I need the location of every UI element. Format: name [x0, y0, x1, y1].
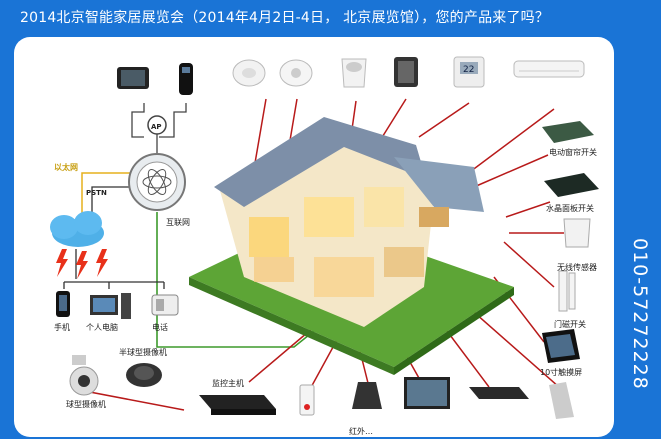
remote-icon [549, 382, 574, 419]
ap-node: AP [147, 115, 167, 135]
remote-to-ap-line [159, 103, 187, 138]
page-title: 2014北京智能家居展览会（2014年4月2日-4日， 北京展览馆），您的产品来… [20, 10, 550, 26]
pstn-line [91, 186, 134, 219]
signal-bolt-icons [56, 249, 108, 279]
phone-label: 手机 [54, 323, 70, 332]
wireless-sensor-icon [563, 218, 591, 248]
smart-home-diagram-panel: 22 AP 以太网 PSTN 互联网 [14, 37, 614, 437]
tablet-to-ap-line [131, 103, 145, 138]
thermostat-icon: 22 [453, 56, 485, 88]
ethernet-line [81, 172, 134, 219]
bottom-devices [299, 377, 574, 419]
host-label: 监控主机 [212, 379, 244, 388]
internet-label: 互联网 [166, 218, 190, 227]
phone-icons [56, 291, 179, 319]
ethernet-label: 以太网 [54, 162, 78, 172]
dvr-icon [469, 387, 529, 399]
ir-sensor-icon [352, 382, 382, 409]
pc-tower-icon [121, 293, 131, 319]
door-sensor-label: 门磁开关 [554, 320, 586, 329]
cloud-icon [50, 211, 104, 247]
network-lines [63, 103, 345, 348]
host-icon [199, 395, 276, 415]
panic-button-icon [299, 384, 315, 416]
tablet-icon [117, 67, 149, 89]
door-sensor-icon [558, 270, 568, 312]
telephone-label: 电话 [152, 323, 168, 332]
crystal-panel-label: 水晶面板开关 [546, 204, 594, 213]
router-icon [128, 153, 186, 211]
smoke-detector-icon [232, 59, 266, 87]
dome-camera-icon [126, 363, 162, 387]
pir-sensor-icon [341, 58, 367, 88]
right-devices [542, 121, 599, 363]
touch-screen-label: 10寸触摸屏 [540, 368, 583, 377]
roof [214, 117, 426, 207]
pc-label: 个人电脑 [86, 323, 118, 332]
wireless-sensor-label: 无线传感器 [557, 263, 597, 272]
telephone-icon [151, 294, 179, 316]
dome-camera-label: 半球型摄像机 [119, 348, 167, 357]
internet-line [156, 212, 199, 348]
wall-switch-icon [394, 57, 418, 87]
air-conditioner-icon [513, 60, 585, 78]
ap-label: AP [151, 123, 162, 131]
top-devices: 22 [117, 56, 585, 95]
remote-control-icon [179, 63, 193, 95]
ball-camera-label: 球型摄像机 [66, 400, 106, 409]
gas-detector-icon [279, 59, 313, 87]
house-illustration [189, 117, 514, 375]
contact-phone: 010-57272228 [629, 238, 651, 390]
crystal-panel-icon [544, 173, 599, 197]
pstn-label: PSTN [86, 189, 107, 197]
curtain-switch-label: 电动窗帘开关 [549, 148, 597, 157]
curtain-switch-icon [542, 121, 594, 143]
diagram-svg: 22 AP 以太网 PSTN 互联网 [50, 56, 599, 419]
ball-camera-icon [69, 355, 99, 396]
ir-sensor-label: 红外… [349, 427, 373, 436]
thermostat-display: 22 [463, 65, 474, 75]
